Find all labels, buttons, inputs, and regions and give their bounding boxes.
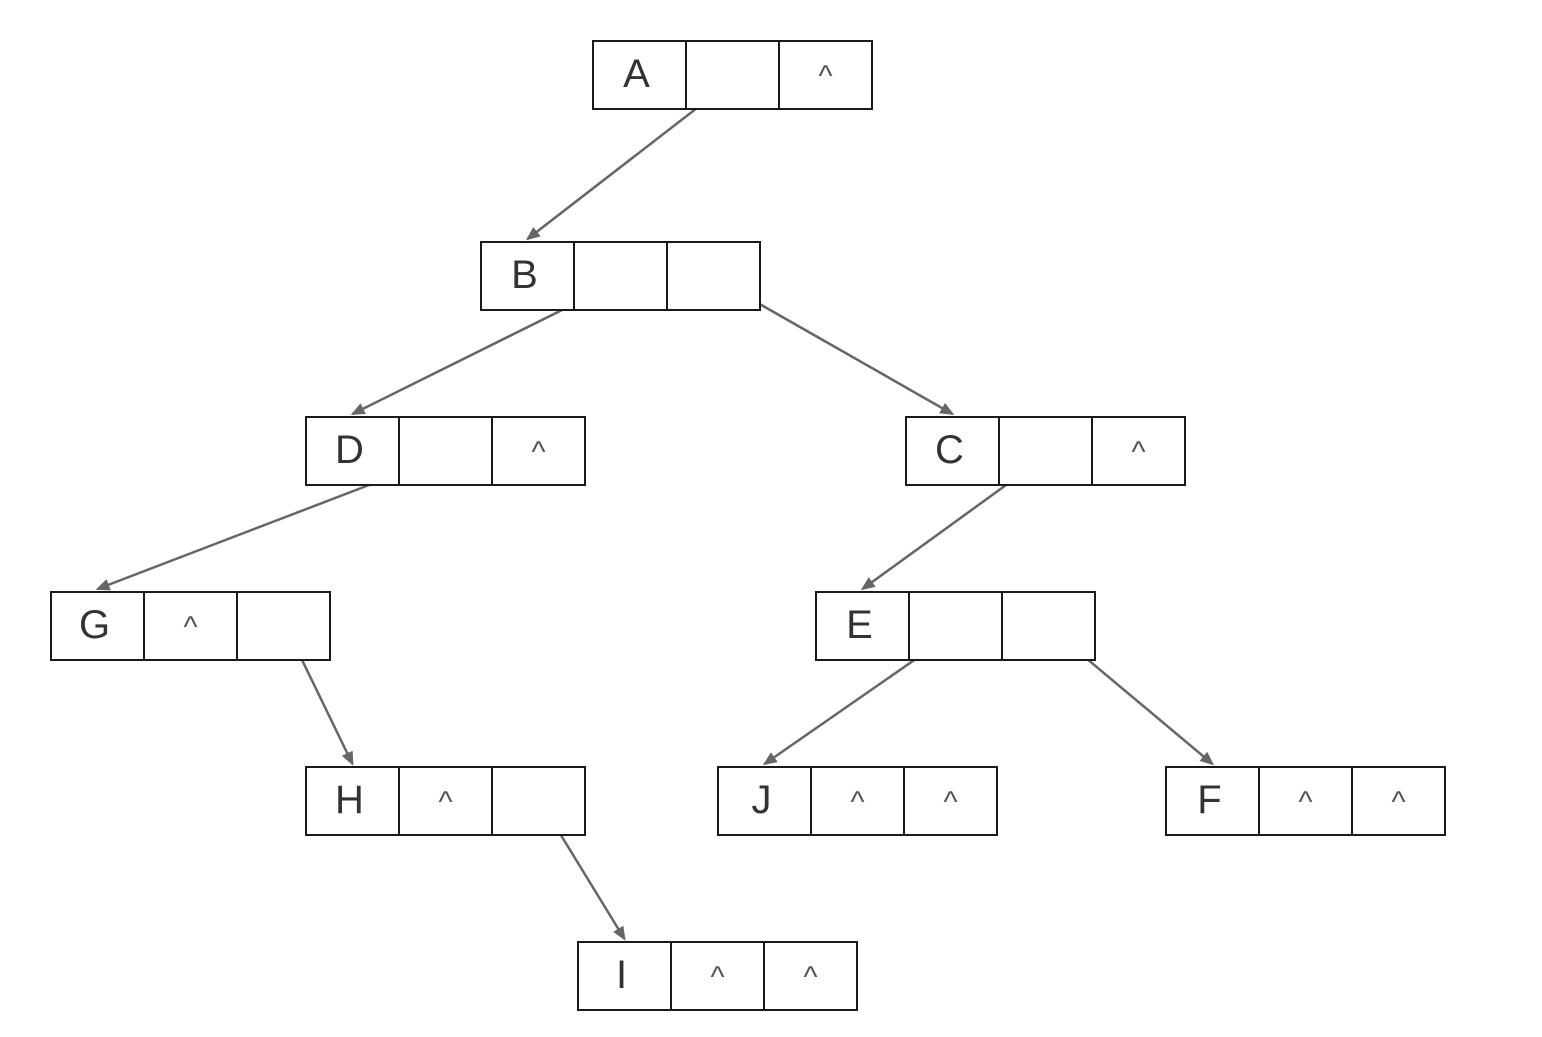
right-pointer-null: ^ <box>763 941 858 1011</box>
tree-node-g: G^ <box>50 591 331 661</box>
left-pointer-null: ^ <box>810 766 905 836</box>
right-pointer-null: ^ <box>778 40 873 110</box>
right-pointer-cell <box>236 591 331 661</box>
right-pointer-null: ^ <box>1091 416 1186 486</box>
node-data-cell: E <box>815 591 910 661</box>
node-data-cell: C <box>905 416 1000 486</box>
right-pointer-cell <box>491 766 586 836</box>
right-pointer-null: ^ <box>903 766 998 836</box>
tree-node-h: H^ <box>305 766 586 836</box>
tree-node-b: B <box>480 241 761 311</box>
left-pointer-null: ^ <box>670 941 765 1011</box>
node-data-cell: J <box>717 766 812 836</box>
left-pointer-cell <box>685 40 780 110</box>
left-pointer-cell <box>998 416 1093 486</box>
tree-node-d: D^ <box>305 416 586 486</box>
node-data-cell: D <box>305 416 400 486</box>
node-data-cell: A <box>592 40 687 110</box>
node-data-cell: H <box>305 766 400 836</box>
left-pointer-cell <box>908 591 1003 661</box>
node-data-cell: I <box>577 941 672 1011</box>
right-pointer-null: ^ <box>491 416 586 486</box>
right-pointer-null: ^ <box>1351 766 1446 836</box>
left-pointer-cell <box>573 241 668 311</box>
tree-node-f: F^^ <box>1165 766 1446 836</box>
left-pointer-null: ^ <box>398 766 493 836</box>
tree-node-a: A^ <box>592 40 873 110</box>
left-pointer-cell <box>398 416 493 486</box>
right-pointer-cell <box>1001 591 1096 661</box>
tree-node-i: I^^ <box>577 941 858 1011</box>
tree-node-j: J^^ <box>717 766 998 836</box>
tree-node-e: E <box>815 591 1096 661</box>
left-pointer-null: ^ <box>1258 766 1353 836</box>
node-data-cell: B <box>480 241 575 311</box>
node-data-cell: G <box>50 591 145 661</box>
right-pointer-cell <box>666 241 761 311</box>
left-pointer-null: ^ <box>143 591 238 661</box>
node-data-cell: F <box>1165 766 1260 836</box>
tree-node-c: C^ <box>905 416 1186 486</box>
